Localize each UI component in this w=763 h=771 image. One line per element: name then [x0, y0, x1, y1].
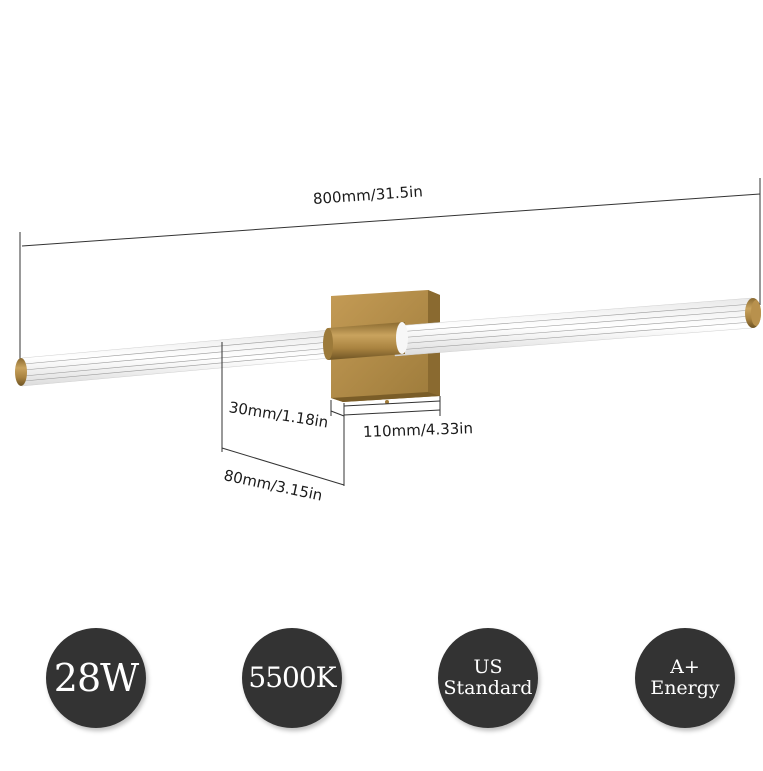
- left-light-tube: [15, 329, 331, 387]
- right-light-tube: [394, 297, 761, 357]
- length-dimension-line: [19, 178, 761, 360]
- badge-us-standard-line1: US: [473, 656, 503, 679]
- badge-energy-rating-line1: A+: [670, 656, 700, 679]
- badge-wattage-text: 28W: [53, 656, 139, 700]
- badge-color-temperature-text: 5500K: [248, 661, 336, 694]
- badge-us-standard-line2: Standard: [443, 677, 533, 699]
- badge-wattage: 28W: [46, 628, 146, 728]
- projection-dimension-lines: [221, 342, 345, 486]
- backplate-width-dimension-line: [343, 396, 441, 416]
- brass-tube-holder: [323, 322, 408, 360]
- badge-energy-rating-line2: Energy: [650, 677, 720, 699]
- badge-color-temperature: 5500K: [242, 628, 342, 728]
- backplate-width-label: 110mm/4.33in: [362, 419, 474, 441]
- badge-us-standard: US Standard: [438, 628, 538, 728]
- badge-energy-rating: A+ Energy: [635, 628, 735, 728]
